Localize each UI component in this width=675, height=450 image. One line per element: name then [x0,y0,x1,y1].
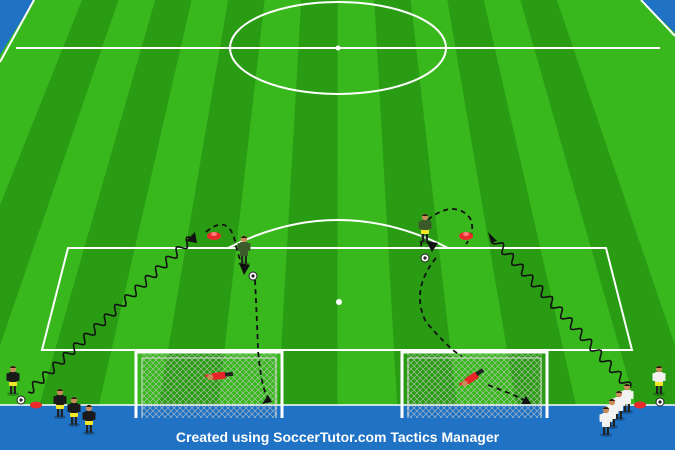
shot-path-left [254,279,271,401]
grass-field [0,0,675,405]
cone-marker-icon [459,232,473,240]
penalty-arc [227,219,449,249]
attacker-player-icon [237,235,251,266]
soccer-ball-icon [655,397,665,407]
grass-stripe [39,0,192,405]
arrowhead-icon [186,232,197,243]
player-figure-icon [612,390,626,421]
arrowhead-icon [262,395,272,404]
cone-marker-icon [207,232,221,240]
cone-marker-icon [634,401,646,409]
goal-net-icon [400,350,549,418]
arrowhead-icon [488,232,497,243]
right-touchline [640,0,675,37]
grass-stripe [277,0,338,405]
grass-stripe [447,0,577,405]
cone-marker-icon [30,401,42,409]
run-path-right-diag [419,257,463,357]
run-path-right-curl [420,208,474,247]
arrowhead-icon [426,241,438,252]
attacker-player-icon [652,365,666,396]
grass-stripe [520,0,675,405]
player-figure-icon [67,396,81,427]
players-layer [6,213,666,437]
attacker-player-icon [418,213,432,244]
goalkeeper-icon [204,371,234,381]
penalty-spot [336,299,342,305]
balls-layer [16,253,665,407]
penalty-area [40,247,634,351]
center-circle [229,1,447,95]
player-figure-icon [82,404,96,435]
grass-stripe [0,0,119,405]
center-spot [335,45,341,51]
player-figure-icon [53,388,67,419]
dribble-path-left [27,236,193,394]
goal-net-icon [134,350,284,418]
player-figure-icon [599,406,613,437]
left-touchline [0,0,35,63]
grass-stripe [158,0,265,405]
attacker-player-icon [6,365,20,396]
arrowheads [186,232,531,404]
player-figure-icon [620,383,634,414]
soccer-ball-icon [248,271,258,281]
dribble-path-right [491,237,632,389]
soccer-ball-icon [420,253,430,263]
dribble-paths [27,236,632,394]
footer-caption: Created using SoccerTutor.com Tactics Ma… [175,429,500,445]
grass-stripe [374,0,457,405]
arrowhead-icon [239,263,250,275]
goalkeeper-icon [458,368,485,387]
soccer-ball-icon [16,395,26,405]
arrowhead-icon [521,396,531,404]
